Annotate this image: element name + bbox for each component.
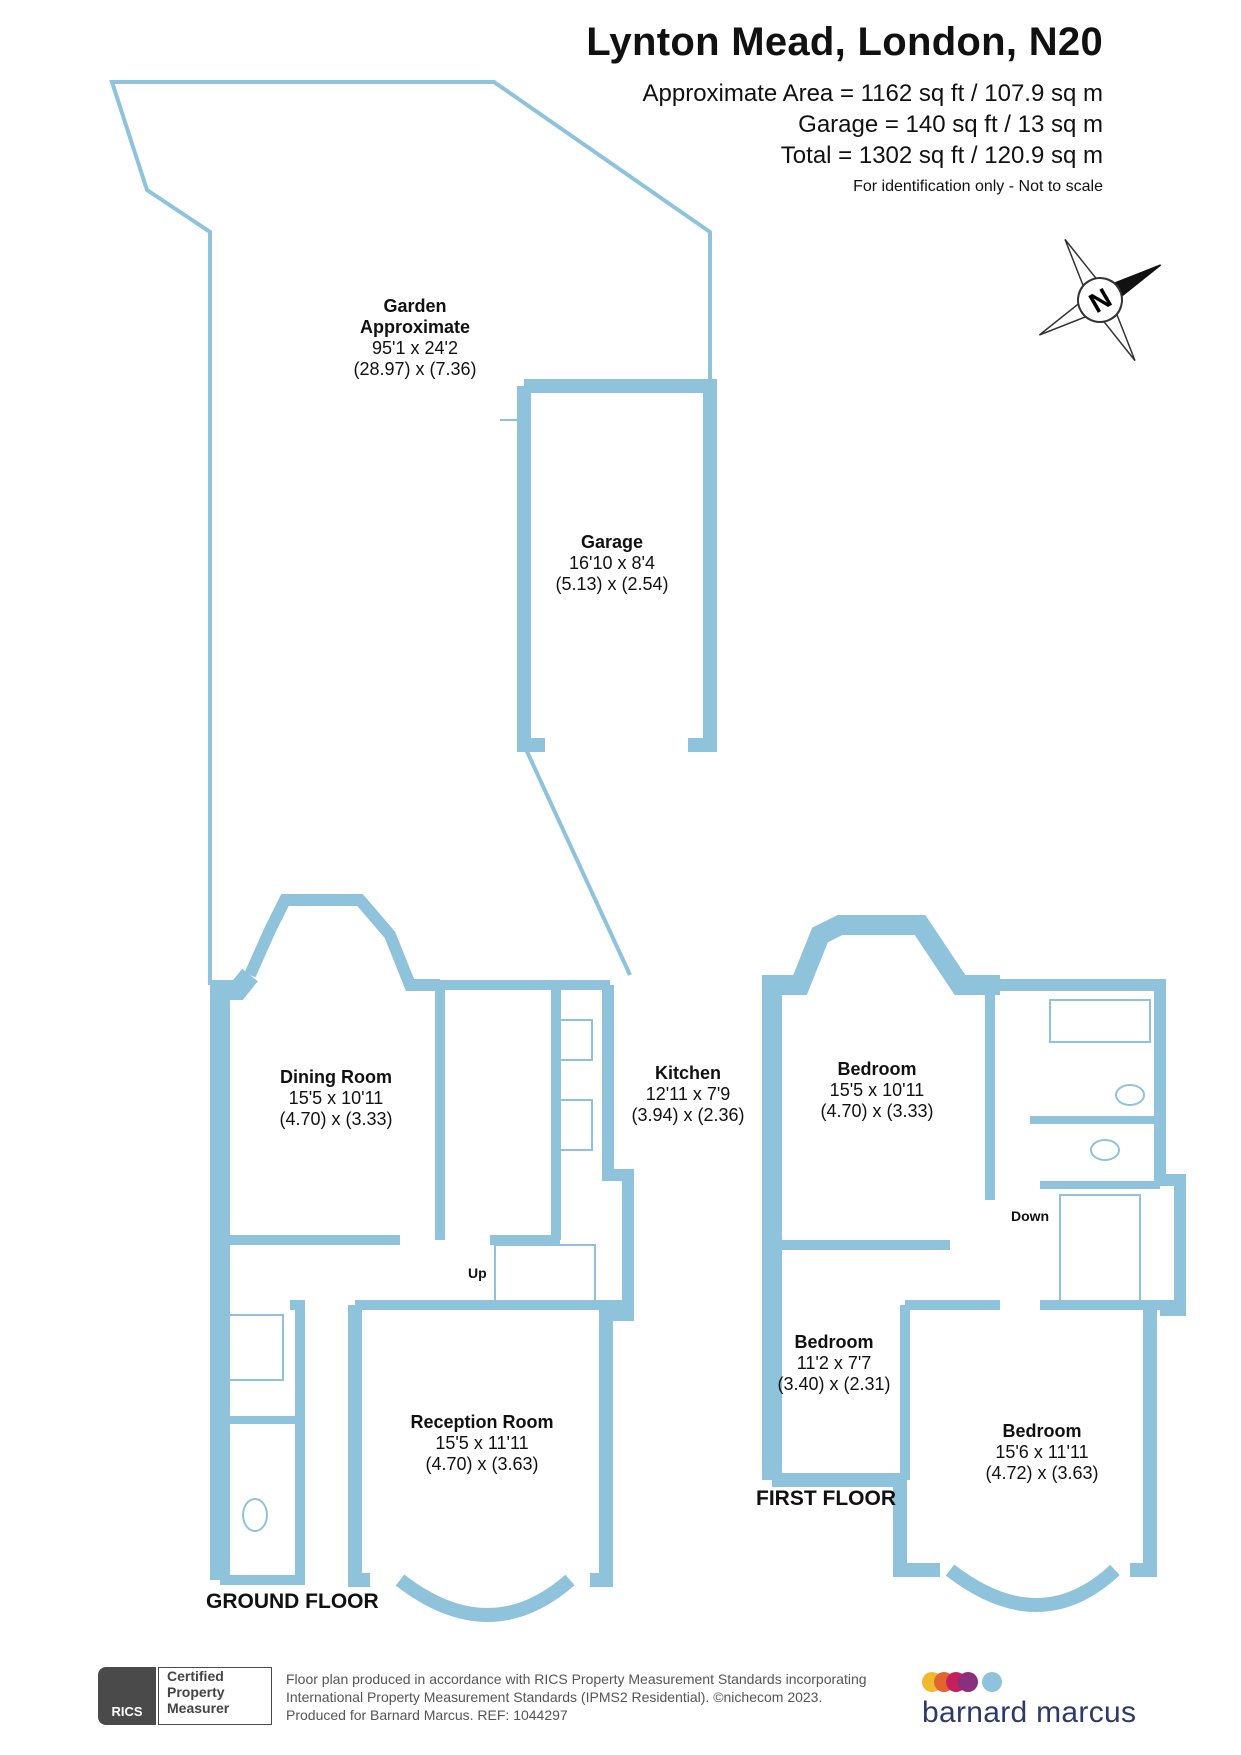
first-floor-label: FIRST FLOOR [756, 1487, 896, 1510]
garden-boundary [109, 80, 712, 985]
room-kitchen: Kitchen 12'11 x 7'9 (3.94) x (2.36) [631, 1063, 745, 1125]
sink [557, 1099, 593, 1151]
bath [1049, 999, 1151, 1043]
garden-boundary-lower [522, 744, 632, 976]
reception-right [590, 1305, 613, 1587]
shower [227, 1314, 284, 1381]
approximate-area: Approximate Area = 1162 sq ft / 107.9 sq… [642, 80, 1104, 107]
room-garden: Garden Approximate 95'1 x 24'2 (28.97) x… [353, 296, 477, 379]
ground-outer-left [210, 968, 258, 1580]
brand-dot-icon [982, 1672, 1002, 1692]
reception-left [348, 1305, 370, 1587]
garage-wall [524, 379, 717, 752]
wc-walls [220, 1300, 305, 1585]
first-stairs [1059, 1194, 1141, 1306]
room-reception: Reception Room 15'5 x 11'11 (4.70) x (3.… [410, 1412, 554, 1474]
garage-wall-left [517, 386, 545, 752]
footer-note: Floor plan produced in accordance with R… [286, 1671, 867, 1723]
stairs-up-label: Up [468, 1265, 487, 1281]
rics-badge: RICS Certified Property Measurer [98, 1667, 274, 1725]
ground-floor-label: GROUND FLOOR [206, 1590, 379, 1613]
reception-bay [395, 1574, 575, 1622]
wc-first [1090, 1139, 1120, 1161]
room-bedroom-1: Bedroom 15'5 x 10'11 (4.70) x (3.33) [820, 1059, 934, 1121]
first-right [1130, 1310, 1157, 1577]
first-bay [945, 1564, 1120, 1612]
first-left [762, 915, 1000, 1480]
room-bedroom-2: Bedroom 11'2 x 7'7 (3.40) x (2.31) [777, 1332, 891, 1394]
wc-ground [242, 1498, 268, 1532]
ground-stairs [494, 1244, 596, 1306]
brand-logo: barnard marcus [922, 1696, 1137, 1729]
garage-area: Garage = 140 sq ft / 13 sq m [798, 111, 1103, 138]
room-dining: Dining Room 15'5 x 10'11 (4.70) x (3.33) [279, 1067, 393, 1129]
identification-note: For identification only - Not to scale [853, 178, 1103, 195]
room-garage: Garage 16'10 x 8'4 (5.13) x (2.54) [555, 532, 669, 594]
brand-dot-icon [958, 1672, 978, 1692]
page-title: Lynton Mead, London, N20 [586, 20, 1103, 64]
total-area: Total = 1302 sq ft / 120.9 sq m [780, 142, 1103, 169]
dining-bay [244, 894, 440, 991]
rics-logo-icon: RICS [98, 1667, 156, 1725]
compass-icon [1038, 238, 1162, 362]
stairs-down-label: Down [1011, 1208, 1050, 1224]
first-bottom-left [772, 1473, 940, 1577]
basin [1115, 1084, 1145, 1106]
hob [557, 1019, 593, 1061]
first-top [1000, 979, 1186, 1316]
room-bedroom-3: Bedroom 15'6 x 11'11 (4.72) x (3.63) [985, 1421, 1099, 1483]
kitchen-right [602, 985, 634, 1321]
